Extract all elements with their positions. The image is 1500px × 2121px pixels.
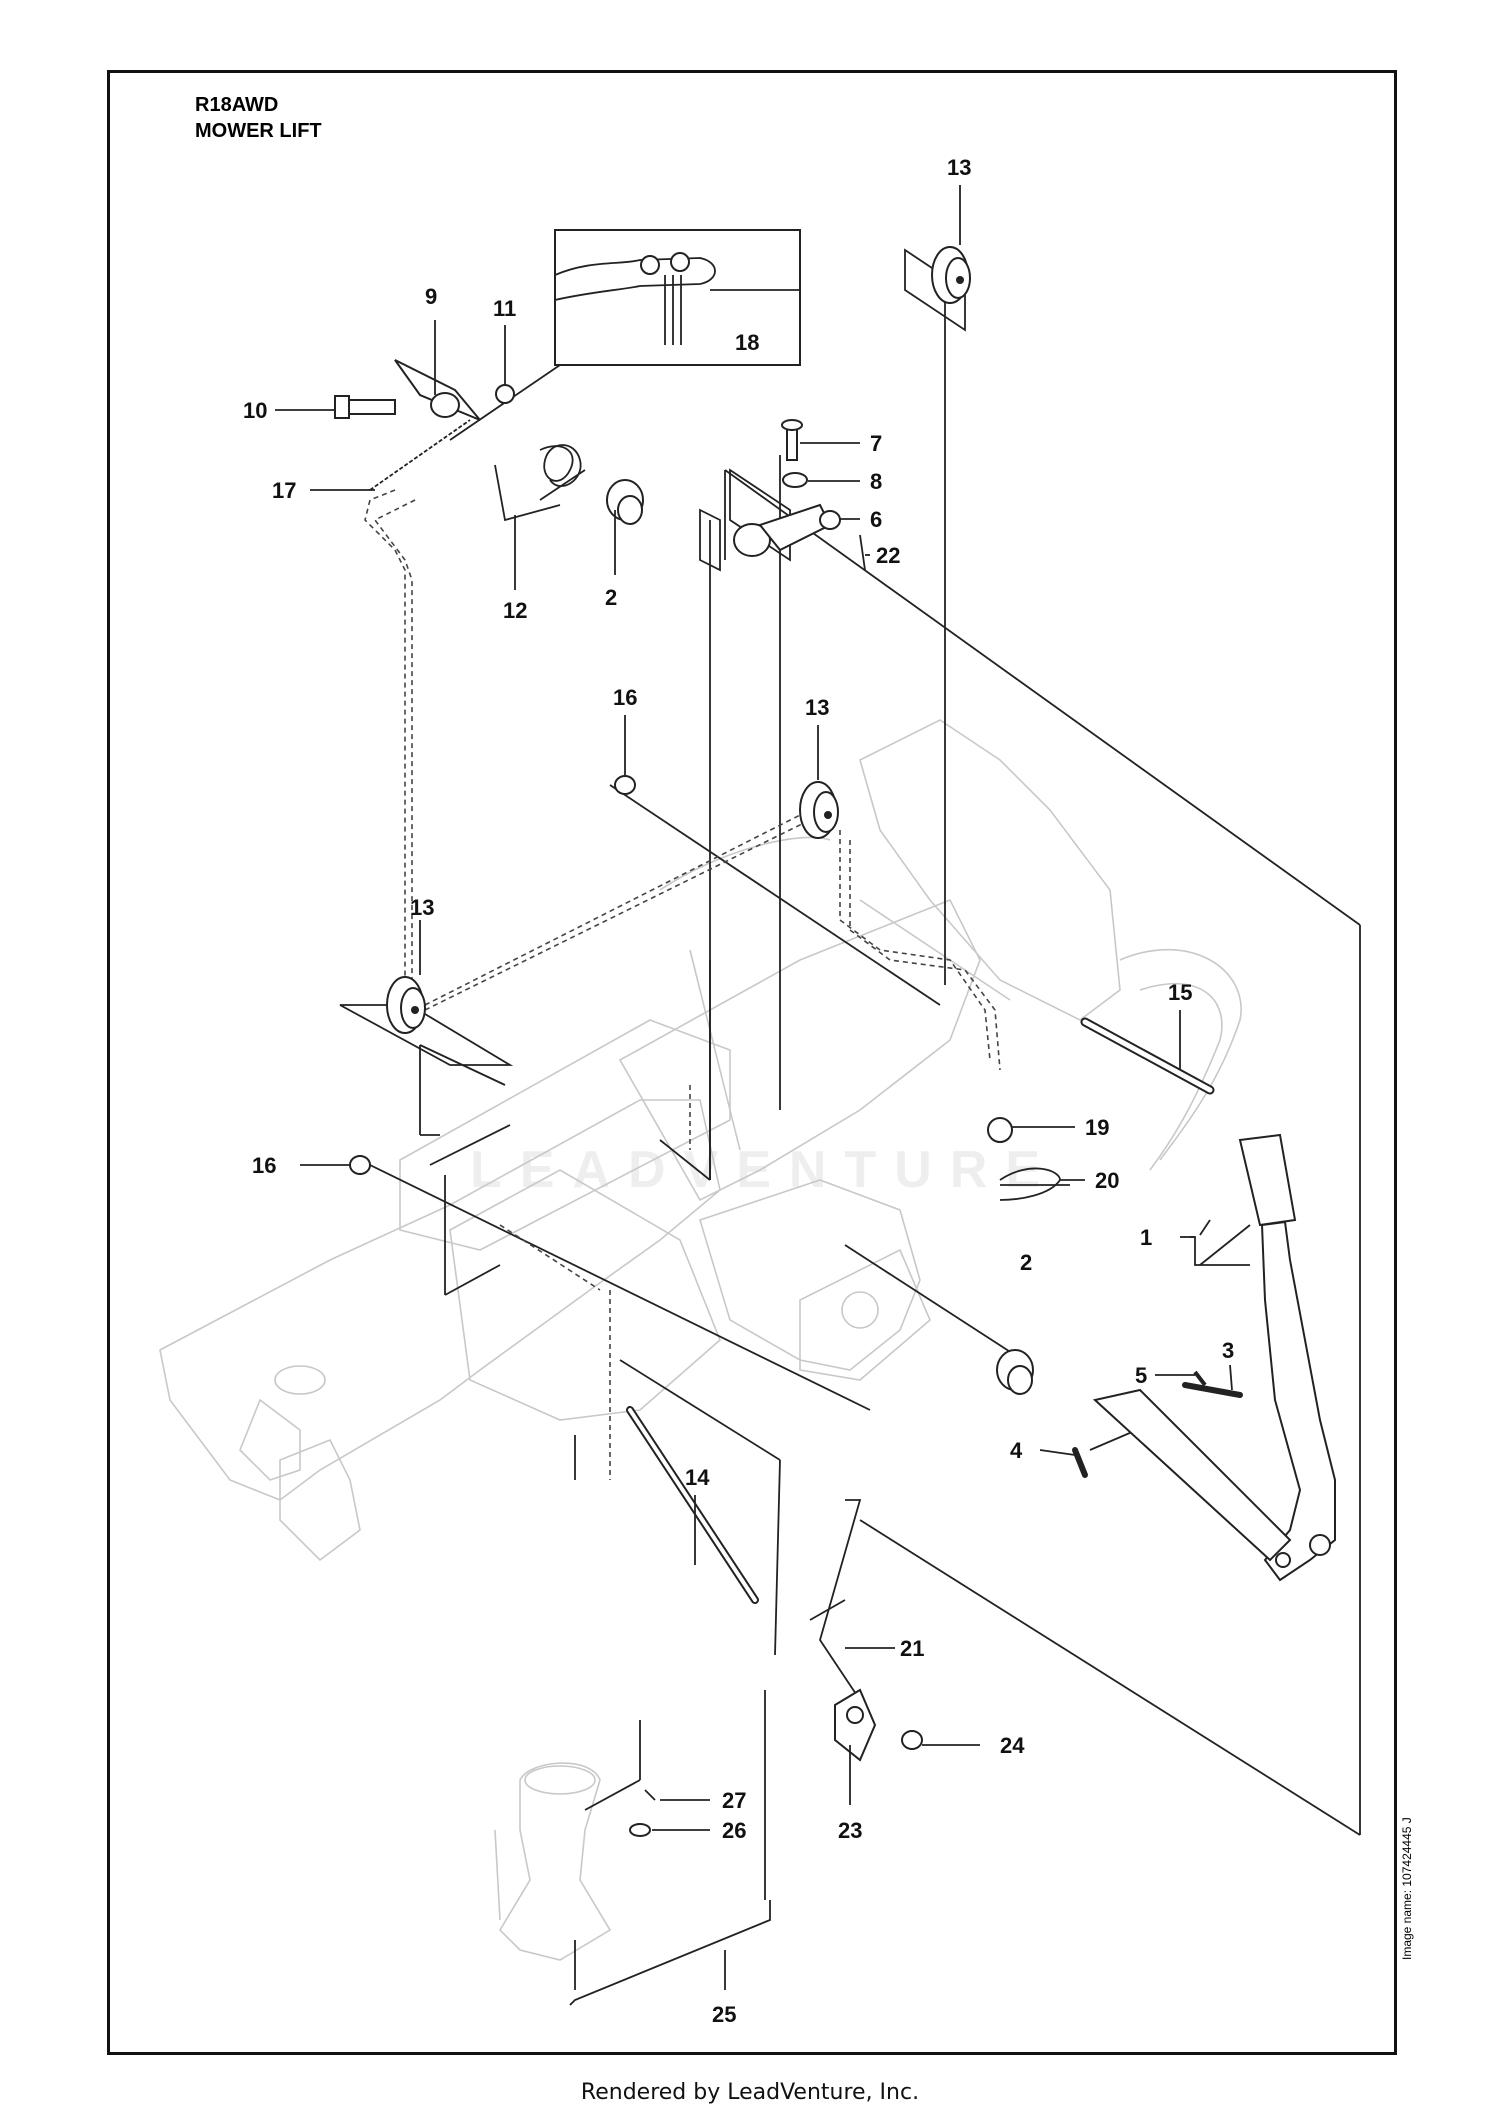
- callout-22: 22: [876, 543, 900, 568]
- callout-19: 19: [1085, 1115, 1109, 1140]
- pedal-ghost: [494, 1762, 612, 1961]
- callout-4: 4: [1010, 1438, 1023, 1463]
- callout-5: 5: [1135, 1363, 1147, 1388]
- part-1-lift-lever: [1199, 1133, 1336, 1582]
- part-8-washer: [782, 472, 808, 488]
- image-name-label: Image name: 107424445 J: [1400, 1817, 1414, 1960]
- diagram-frame: [107, 70, 1397, 2055]
- assembly-lines: [369, 290, 1361, 1990]
- callout-2-right: 2: [1020, 1250, 1032, 1275]
- callout-23: 23: [838, 1818, 862, 1843]
- callout-2-top: 2: [605, 585, 617, 610]
- model-name: R18AWD: [195, 94, 279, 116]
- part-9-bracket: [394, 359, 481, 421]
- callout-11: 11: [493, 296, 516, 321]
- callout-18: 18: [735, 330, 759, 355]
- part-6-bracket: [733, 503, 841, 557]
- section-name: MOWER LIFT: [195, 120, 322, 142]
- callout-24: 24: [1000, 1733, 1025, 1758]
- part-3-shaft: [996, 1349, 1292, 1562]
- title-block: R18AWD MOWER LIFT: [195, 92, 322, 144]
- part-5-pin: [1193, 1370, 1207, 1387]
- callout-17: 17: [272, 478, 296, 503]
- callout-16-top: 16: [613, 685, 637, 710]
- callout-13-top: 13: [947, 155, 971, 180]
- part-26-washer: [629, 1823, 651, 1837]
- part-21-link-rod: [819, 1499, 862, 1701]
- chain-paths: [364, 489, 1001, 1480]
- callout-27: 27: [722, 1788, 746, 1813]
- callout-16-left: 16: [252, 1153, 276, 1178]
- part-12-spring: [494, 444, 586, 522]
- callout-numbers: 1 2 2 3 4 5 6 7 8 9 10 11 12 13 13 13 14…: [243, 155, 1234, 2027]
- watermark-logo: LEADVENTURE: [470, 1141, 1059, 1199]
- callout-25: 25: [712, 2002, 736, 2027]
- callout-8: 8: [870, 469, 882, 494]
- part-23-bracket: [834, 1688, 877, 1762]
- callout-3: 3: [1222, 1338, 1234, 1363]
- part-25-link-rod: [569, 1900, 771, 2006]
- callout-9: 9: [425, 284, 437, 309]
- callout-15: 15: [1168, 980, 1192, 1005]
- callout-6: 6: [870, 507, 882, 532]
- callout-13-left: 13: [410, 895, 434, 920]
- part-13-mid-pulley: [799, 781, 839, 839]
- part-17-chain: [369, 419, 471, 491]
- callout-13-mid: 13: [805, 695, 829, 720]
- part-7-bolt: [781, 419, 803, 461]
- callout-leaders: [275, 185, 1250, 1990]
- callout-7: 7: [870, 431, 882, 456]
- callout-26: 26: [722, 1818, 746, 1843]
- part-27-pin: [644, 1789, 656, 1801]
- part-16-clip-left: [349, 1155, 371, 1175]
- part-16-clip-top: [614, 775, 636, 795]
- part-22-pin: [859, 534, 866, 571]
- callout-10: 10: [243, 398, 267, 423]
- detail-inset-18: [449, 229, 801, 441]
- callout-12: 12: [503, 598, 527, 623]
- callout-20: 20: [1095, 1168, 1119, 1193]
- part-24-clip: [901, 1730, 923, 1750]
- footer-credit: Rendered by LeadVenture, Inc.: [580, 2080, 920, 2105]
- part-10-bolt: [334, 395, 396, 419]
- chassis-ghost: [159, 719, 1242, 1562]
- part-4-pin: [1072, 1447, 1088, 1478]
- part-13-top-pulley: [931, 246, 971, 304]
- part-15-rod: [1080, 1017, 1215, 1095]
- part-14-rod: [626, 1406, 759, 1604]
- part-2-bushing-top: [606, 479, 644, 525]
- part-11-nut: [495, 384, 515, 404]
- callout-14: 14: [685, 1465, 710, 1490]
- part-13-left-pulley: [386, 976, 426, 1034]
- callout-21: 21: [900, 1636, 924, 1661]
- callout-1: 1: [1140, 1225, 1152, 1250]
- part-19-bushing: [987, 1117, 1013, 1143]
